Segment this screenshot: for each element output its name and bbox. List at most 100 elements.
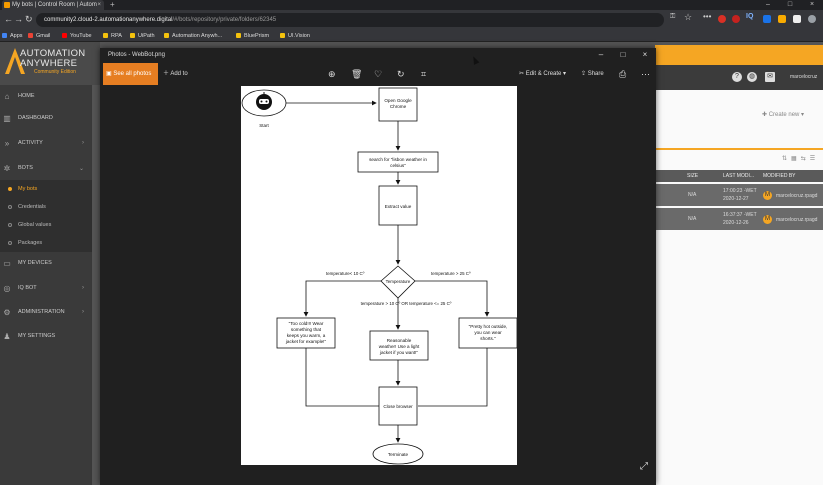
activity-icon: » xyxy=(4,138,10,148)
browser-tab[interactable]: My bots | Control Room | Autom× xyxy=(2,0,104,10)
bookmark-automation-anywhere[interactable]: Automation Anywh... xyxy=(164,30,222,42)
settings-icon: ♟ xyxy=(3,331,11,341)
extension-record-icon[interactable] xyxy=(732,15,740,23)
chevron-right-icon: › xyxy=(82,140,84,146)
rotate-icon[interactable]: ↻ xyxy=(397,69,405,79)
forward-icon[interactable]: → xyxy=(14,14,23,24)
minimize-icon[interactable]: – xyxy=(766,1,770,8)
share-button[interactable]: ⇪ Share xyxy=(581,71,604,77)
zoom-icon[interactable]: ⊕ xyxy=(328,69,336,79)
back-icon[interactable]: ← xyxy=(4,14,13,24)
table-row[interactable]: N/A 16:37:37 -WET 2020-12-26 M marcelocr… xyxy=(655,208,823,230)
cell-modified-by: marcelocruz.rpagd xyxy=(776,217,818,223)
cell-size: N/A xyxy=(688,216,697,222)
bookmark-uivision[interactable]: UI.Vision xyxy=(280,30,310,42)
flowchart-image: Start Open Google Chrome search for "lis… xyxy=(241,86,518,465)
sidebar-item-bots[interactable]: ✲BOTS⌄ xyxy=(0,157,92,179)
extension-red-icon[interactable] xyxy=(718,15,726,23)
star-icon[interactable]: ☆ xyxy=(684,12,693,22)
table-row[interactable]: N/A 17:00:23 -WET 2020-12-27 M marcelocr… xyxy=(655,184,823,206)
viewer-title: Photos - WebBot.png xyxy=(108,52,165,58)
bullet-icon xyxy=(8,187,12,191)
flowchart-diagram: Start Open Google Chrome search for "lis… xyxy=(241,87,518,465)
iqbot-icon: ◎ xyxy=(3,283,11,293)
edit-create-button[interactable]: ✂ Edit & Create ▾ xyxy=(519,71,567,77)
sub-item-credentials[interactable]: Credentials xyxy=(0,198,92,216)
bookmark-blueprism[interactable]: BluePrism xyxy=(236,30,269,42)
sidebar-item-dashboard[interactable]: ▥DASHBOARD xyxy=(0,107,92,129)
logo-text-anywhere: ANYWHERE xyxy=(20,58,78,69)
app-header: ? ◍ ✉ xyxy=(655,65,823,90)
admin-icon: ⚙ xyxy=(3,307,11,317)
extension-white-icon[interactable] xyxy=(793,15,801,23)
node-hot-2: you can wear xyxy=(474,330,502,335)
profile-avatar[interactable] xyxy=(808,15,816,23)
new-tab-icon[interactable]: + xyxy=(110,0,115,9)
sidebar-item-activity[interactable]: »ACTIVITY› xyxy=(0,132,92,154)
maximize-icon[interactable]: □ xyxy=(787,1,793,8)
sub-item-my-bots[interactable]: My bots xyxy=(0,180,92,198)
minimize-icon[interactable]: – xyxy=(598,50,604,59)
expand-icon[interactable]: ⤢ xyxy=(640,461,648,472)
node-close: Close browser xyxy=(383,404,413,409)
print-icon[interactable]: ⎙ xyxy=(619,69,627,79)
bookmark-apps[interactable]: Apps xyxy=(2,30,23,42)
table-tools-icon[interactable]: ⇅▦⇆☰ xyxy=(782,156,820,162)
delete-icon[interactable]: 🗑 xyxy=(351,69,363,79)
url-text: community2.cloud-2.automationanywhere.di… xyxy=(44,17,277,23)
browser-tabstrip xyxy=(0,0,823,10)
node-cold-2: something that xyxy=(291,327,322,332)
tab-title: My bots | Control Room | Autom xyxy=(12,2,97,8)
devices-icon: ▭ xyxy=(3,258,11,268)
key-icon[interactable]: ⚿ xyxy=(670,13,676,20)
section-divider xyxy=(655,148,823,150)
node-hot-1: "Pretty hot outside, xyxy=(469,324,508,329)
node-search-1: search for "lisbon weather in xyxy=(369,157,427,162)
user-name[interactable]: marcelocruz xyxy=(790,74,818,80)
bookmark-uipath[interactable]: UiPath xyxy=(130,30,155,42)
close-window-icon[interactable]: × xyxy=(642,50,648,59)
reload-icon[interactable]: ↻ xyxy=(25,14,33,24)
bookmark-gmail[interactable]: Gmail xyxy=(28,30,50,42)
col-size[interactable]: SIZE xyxy=(687,173,699,179)
app-top-accent-bar xyxy=(655,45,823,65)
sidebar-item-my-settings[interactable]: ♟MY SETTINGS xyxy=(0,325,92,347)
table-header xyxy=(655,170,823,182)
node-cold-1: "Too cold!!! Wear xyxy=(289,321,324,326)
sidebar-item-administration[interactable]: ⚙ADMINISTRATION› xyxy=(0,301,92,323)
sub-item-global-values[interactable]: Global values xyxy=(0,216,92,234)
node-cold-3: keeps you warm, a xyxy=(287,333,326,338)
cell-size: N/A xyxy=(688,192,697,198)
extension-iq-icon[interactable]: IQ xyxy=(746,13,754,20)
sidebar-item-my-devices[interactable]: ▭MY DEVICES xyxy=(0,252,92,274)
window-controls: – □ × xyxy=(757,0,823,10)
extension-yellow-icon[interactable] xyxy=(778,15,786,23)
branch-mid-label: temperature > 10 Cº OR temperature <= 25… xyxy=(361,301,452,306)
crop-icon[interactable]: ⌗ xyxy=(421,69,427,79)
sub-item-packages[interactable]: Packages xyxy=(0,234,92,252)
maximize-icon[interactable]: □ xyxy=(620,50,626,59)
favorite-icon[interactable]: ♡ xyxy=(374,69,383,79)
close-tab-icon[interactable]: × xyxy=(97,2,101,8)
node-mild-2: weather! Use a light xyxy=(379,344,420,349)
node-open-chrome-2: Chrome xyxy=(390,104,407,109)
more-options-icon[interactable]: ⋯ xyxy=(641,69,650,79)
sidebar-item-home[interactable]: ⌂HOME xyxy=(0,85,92,107)
extension-blue-icon[interactable] xyxy=(763,15,771,23)
help-icon[interactable]: ? xyxy=(732,72,742,82)
branch-right-label: temperature > 25 Cº xyxy=(431,271,471,276)
create-new-button[interactable]: ✚ Create new ▾ xyxy=(762,112,805,118)
avatar: M xyxy=(763,191,772,200)
globe-icon[interactable]: ◍ xyxy=(747,72,757,82)
ext-menu-icon[interactable]: ••• xyxy=(703,12,712,21)
sidebar-item-iq-bot[interactable]: ◎IQ BOT› xyxy=(0,277,92,299)
see-all-photos-button[interactable]: ▣ See all photos xyxy=(103,63,158,85)
col-last-modified[interactable]: LAST MODI... xyxy=(723,173,755,179)
add-to-button[interactable]: ＋ Add to xyxy=(163,71,188,77)
close-window-icon[interactable]: × xyxy=(809,1,815,8)
bookmark-rpa[interactable]: RPA xyxy=(103,30,122,42)
url-field[interactable] xyxy=(36,13,664,27)
bookmark-youtube[interactable]: YouTube xyxy=(62,30,92,42)
col-modified-by[interactable]: MODIFIED BY xyxy=(763,173,796,179)
notifications-icon[interactable]: ✉ xyxy=(765,72,775,82)
